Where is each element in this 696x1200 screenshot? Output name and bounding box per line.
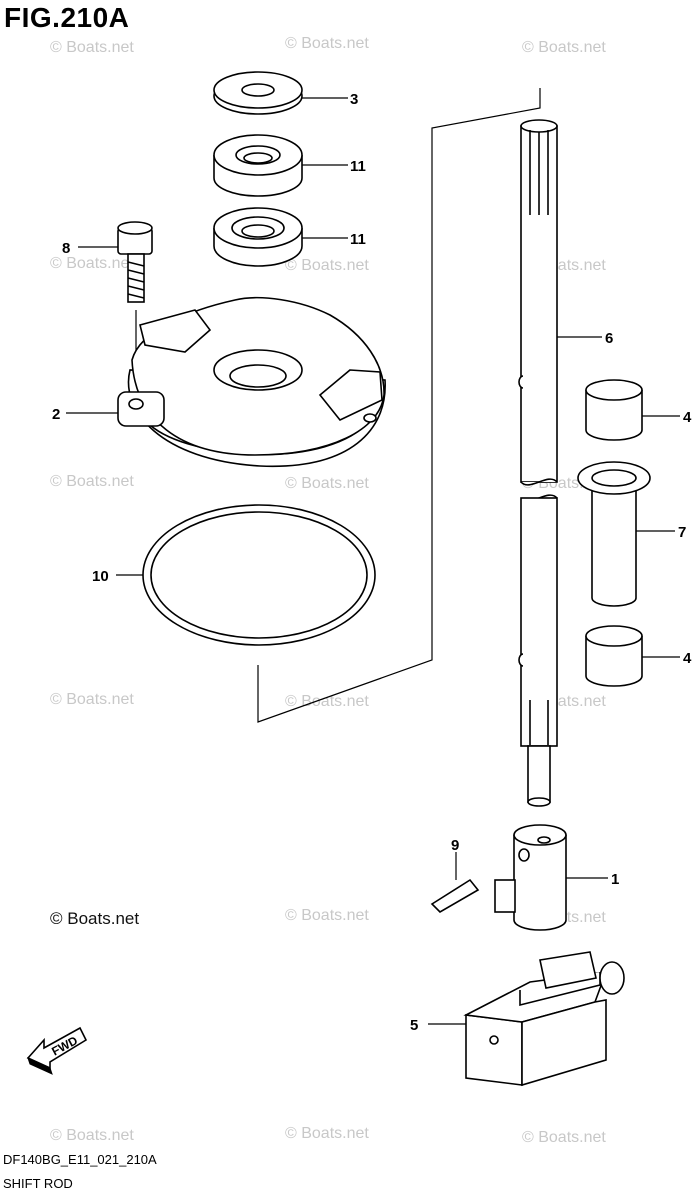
- part-6-shift-rod[interactable]: [518, 119, 558, 807]
- watermark: © Boats.net: [50, 1127, 134, 1144]
- callout-7[interactable]: 7: [678, 524, 686, 541]
- callout-11[interactable]: 11: [350, 158, 366, 175]
- part-11-oil-seal-lower[interactable]: [213, 207, 303, 267]
- part-8-bolt[interactable]: [117, 221, 153, 303]
- fwd-direction-arrow: FWD: [26, 1026, 88, 1075]
- callout-5[interactable]: 5: [410, 1017, 418, 1034]
- part-3-washer[interactable]: [213, 71, 303, 115]
- callout-6[interactable]: 6: [605, 330, 613, 347]
- watermark: © Boats.net: [285, 475, 369, 492]
- part-4-bush-lower[interactable]: [585, 625, 643, 687]
- figure-code: DF140BG_E11_021_210A: [3, 1152, 157, 1167]
- callout-2[interactable]: 2: [52, 406, 60, 423]
- figure-name: SHIFT ROD: [3, 1176, 73, 1191]
- watermark: © Boats.net: [285, 1125, 369, 1142]
- part-5-shift-yoke[interactable]: [463, 951, 625, 1087]
- part-10-o-ring[interactable]: [142, 504, 376, 646]
- callout-9[interactable]: 9: [451, 837, 459, 854]
- callout-4[interactable]: 4: [683, 409, 692, 426]
- part-9-pin[interactable]: [430, 878, 480, 914]
- callout-4[interactable]: 4: [683, 650, 692, 667]
- watermark: © Boats.net: [285, 693, 369, 710]
- callout-8[interactable]: 8: [62, 240, 70, 257]
- callout-1[interactable]: 1: [611, 871, 619, 888]
- watermark: © Boats.net: [50, 255, 134, 272]
- watermark-logo: © Boats.net: [50, 909, 139, 928]
- watermark: © Boats.net: [522, 1129, 606, 1146]
- watermark: © Boats.net: [522, 39, 606, 56]
- figure-title: FIG.210A: [4, 2, 130, 33]
- watermark: © Boats.net: [50, 39, 134, 56]
- part-7-sleeve[interactable]: [577, 461, 651, 607]
- watermark: © Boats.net: [285, 257, 369, 274]
- callout-11[interactable]: 11: [350, 231, 366, 248]
- callout-3[interactable]: 3: [350, 91, 358, 108]
- watermark: © Boats.net: [285, 35, 369, 52]
- callout-10[interactable]: 10: [92, 568, 109, 585]
- part-11-oil-seal-upper[interactable]: [213, 134, 303, 197]
- part-1-shift-rod-joint[interactable]: [494, 824, 567, 931]
- watermark: © Boats.net: [285, 907, 369, 924]
- part-2-shift-rod-case[interactable]: [117, 296, 386, 467]
- assembly-bracket-line: [257, 88, 541, 723]
- watermark: © Boats.net: [50, 691, 134, 708]
- watermark: © Boats.net: [50, 473, 134, 490]
- part-4-bush-upper[interactable]: [585, 379, 643, 441]
